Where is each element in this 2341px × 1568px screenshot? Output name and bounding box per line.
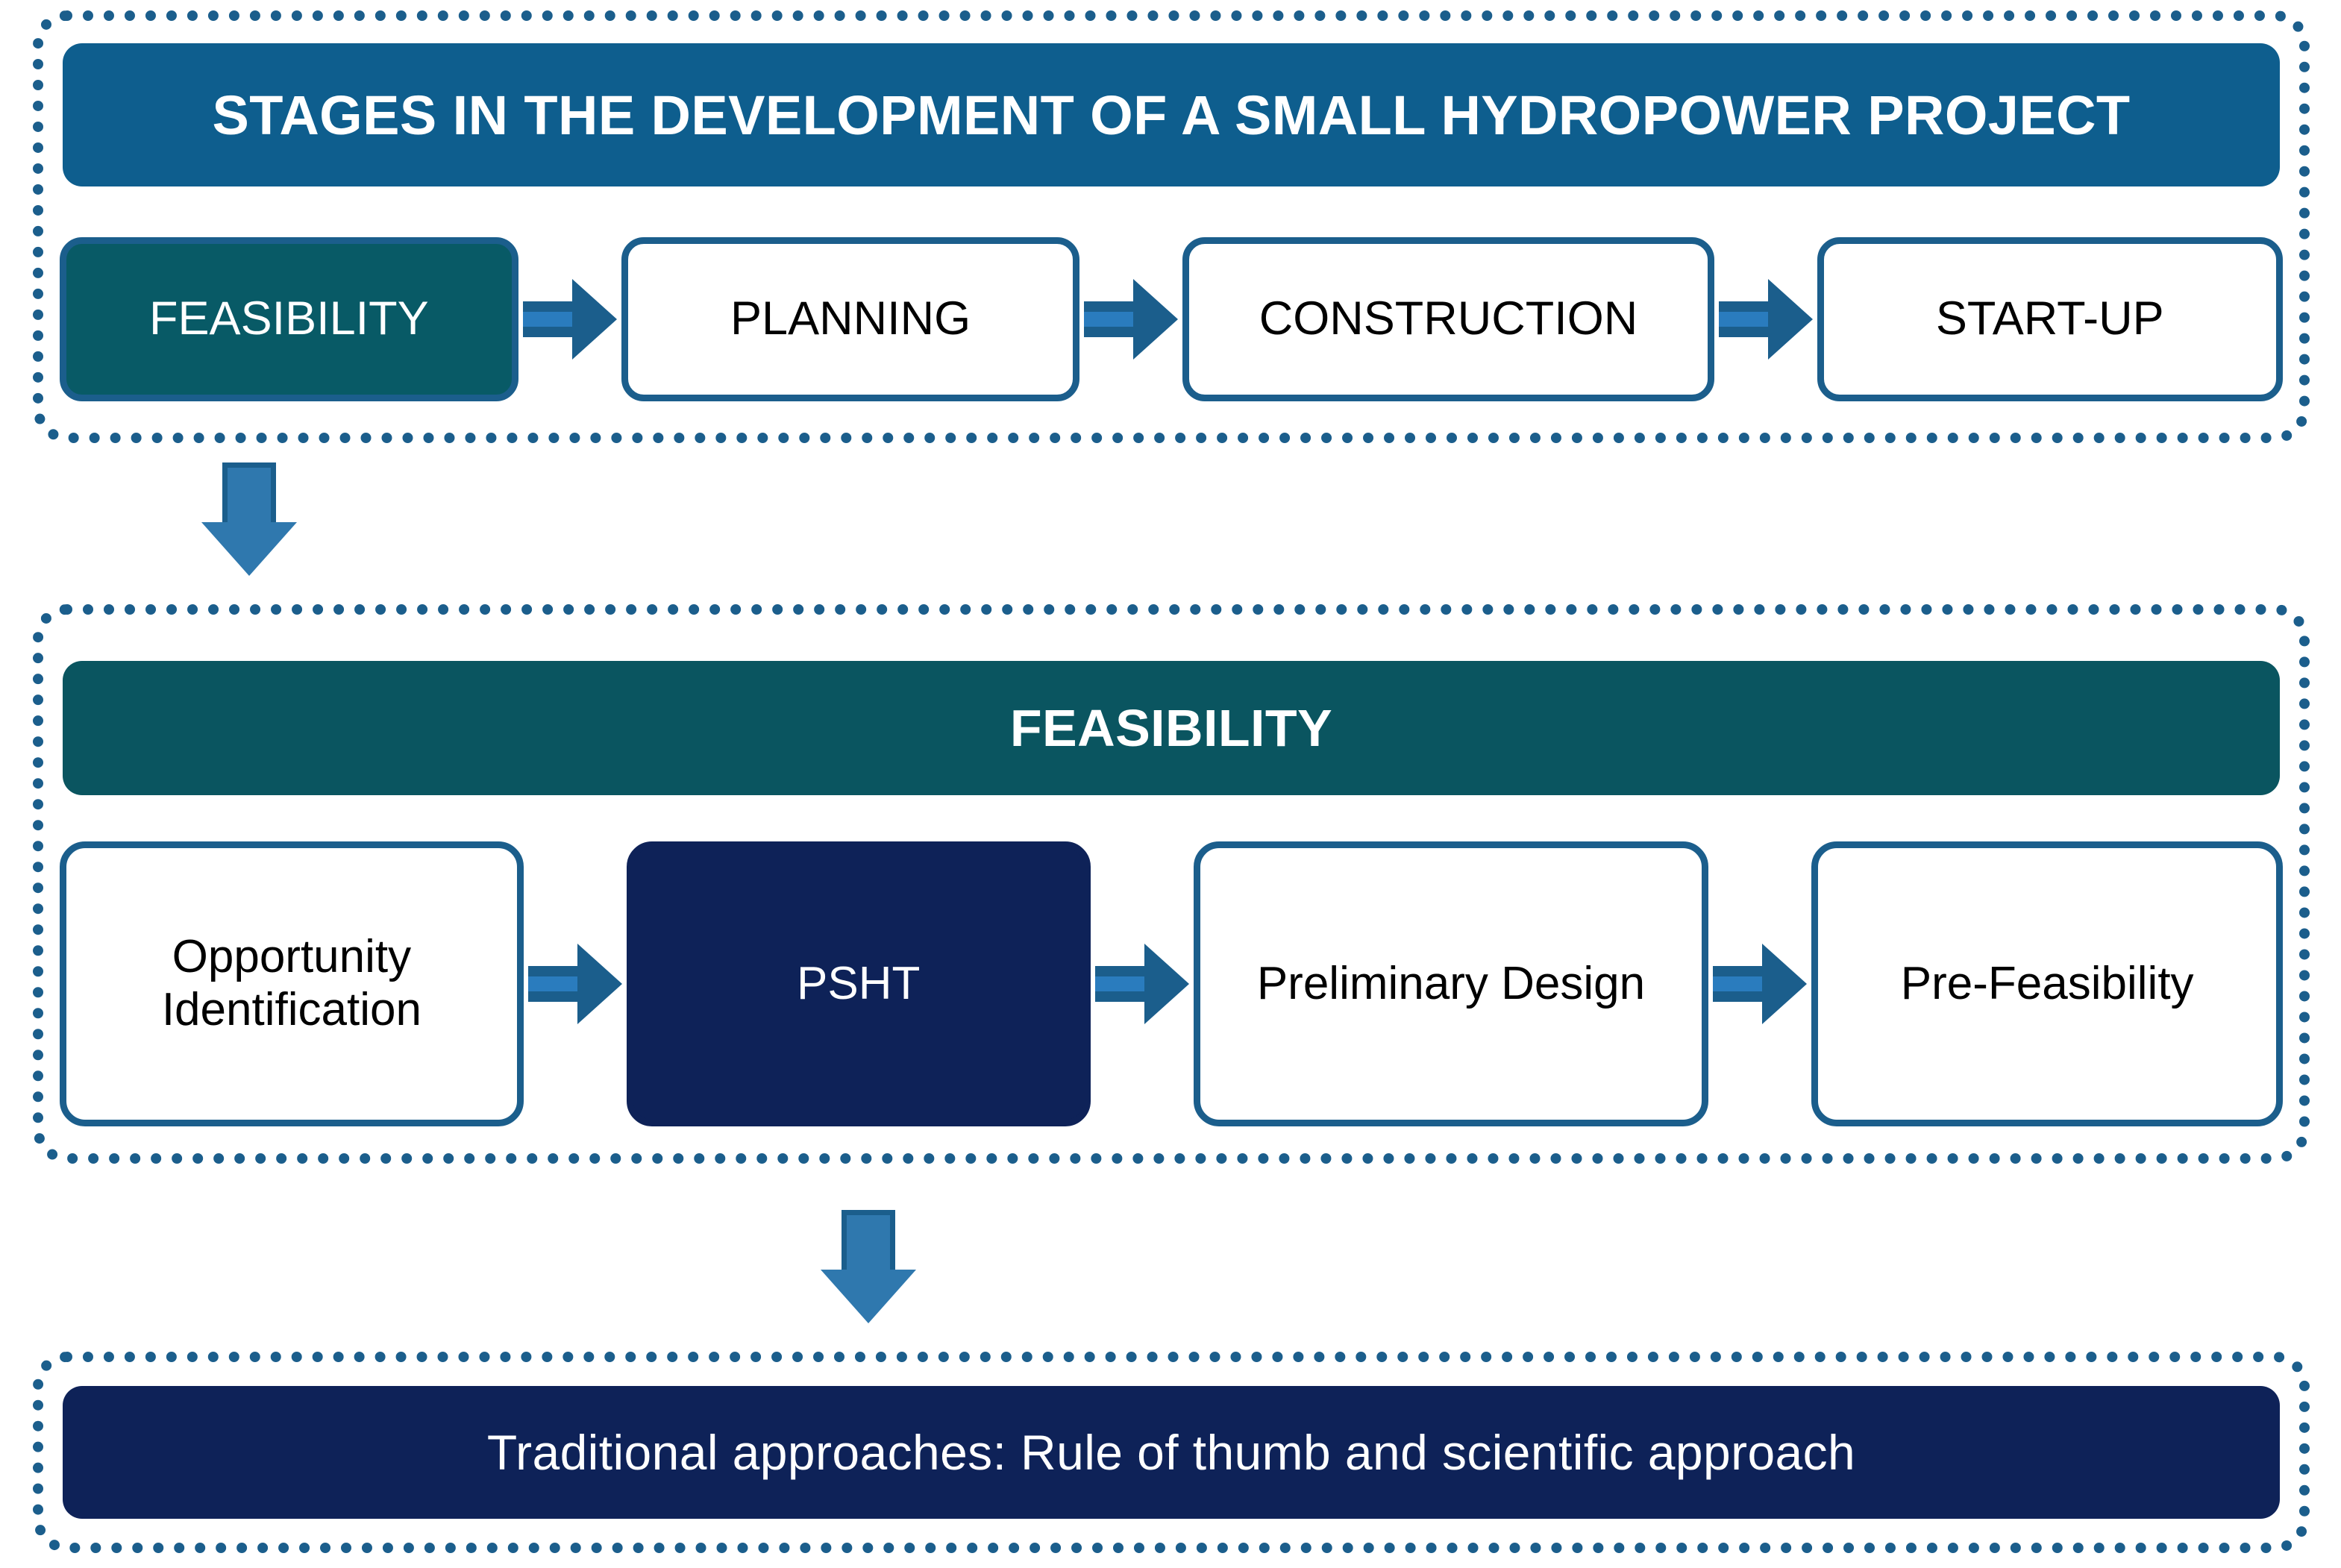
- arrow-right-icon: [522, 279, 617, 360]
- stage-node-construction[interactable]: CONSTRUCTION: [1182, 237, 1714, 401]
- feasibility-node-psht[interactable]: PSHT: [626, 841, 1091, 1126]
- feasibility-node-preliminary-design[interactable]: Preliminary Design: [1193, 841, 1709, 1126]
- stages-header: STAGES IN THE DEVELOPMENT OF A SMALL HYD…: [63, 43, 2280, 186]
- traditional-approaches-header: Traditional approaches: Rule of thumb an…: [63, 1386, 2280, 1519]
- arrow-right-icon: [1094, 944, 1189, 1024]
- feasibility-header: FEASIBILITY: [63, 661, 2280, 795]
- stage-node-start-up[interactable]: START-UP: [1817, 237, 2283, 401]
- feasibility-node-pre-feasibility[interactable]: Pre-Feasibility: [1811, 841, 2283, 1126]
- arrow-right-icon: [527, 944, 622, 1024]
- arrow-right-icon: [1713, 944, 1808, 1024]
- arrow-down-icon: [198, 462, 301, 579]
- stages-step-row: FEASIBILITY PLANNING CONSTRUCTION START-…: [60, 237, 2283, 401]
- feasibility-node-opportunity-identification[interactable]: Opportunity Identification: [60, 841, 524, 1126]
- stage-node-feasibility[interactable]: FEASIBILITY: [60, 237, 518, 401]
- arrow-right-icon: [1718, 279, 1813, 360]
- stage-node-planning[interactable]: PLANNING: [621, 237, 1080, 401]
- arrow-down-icon: [817, 1210, 920, 1326]
- feasibility-step-row: Opportunity Identification PSHT Prelimin…: [60, 841, 2283, 1126]
- arrow-right-icon: [1084, 279, 1179, 360]
